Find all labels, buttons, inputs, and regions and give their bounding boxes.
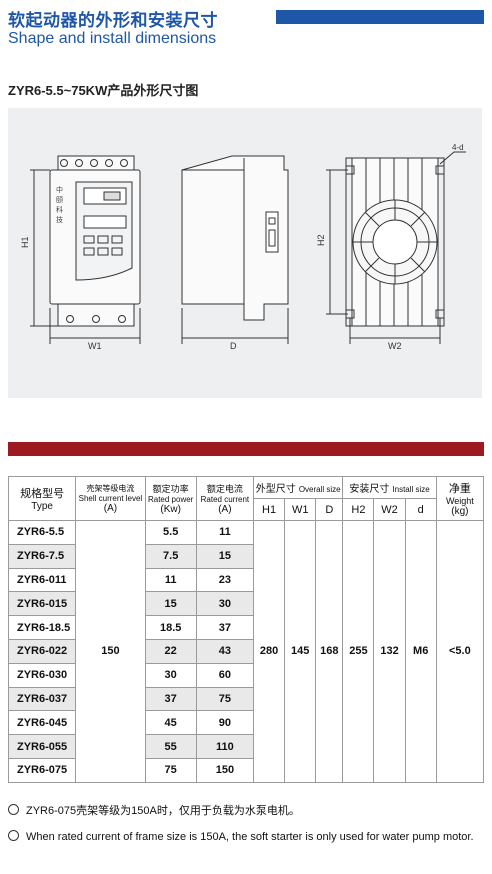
front-panel-text-1: 中	[56, 185, 63, 194]
cell-type: ZYR6-011	[7, 567, 77, 593]
cell-type: ZYR6-015	[7, 591, 77, 617]
cell-current: 110	[195, 734, 255, 759]
table-row: ZYR6-055 55 110	[7, 734, 484, 759]
cell-w1: 145	[284, 520, 317, 783]
header-install-size: 安装尺寸 Install size	[342, 476, 437, 499]
cell-h2: 255	[342, 520, 375, 783]
title-accent-bar	[276, 10, 484, 24]
header-rated-power: 额定功率 Rated power (Kw)	[144, 476, 197, 521]
header-w2: W2	[373, 498, 406, 521]
table-row: ZYR6-022 22 43	[7, 638, 484, 664]
note-cn: ZYR6-075壳架等级为150A时，仅用于负载为水泵电机。	[8, 802, 300, 818]
cell-current: 37	[195, 615, 255, 640]
cell-current: 23	[195, 567, 255, 593]
cell-current: 15	[195, 543, 255, 569]
table-row: ZYR6-015 15 30	[7, 591, 484, 617]
section-subtitle: ZYR6-5.5~75KW产品外形尺寸图	[8, 83, 199, 98]
front-panel-text-3: 科	[56, 205, 63, 214]
spec-table: 规格型号 Type 壳架等级电流 Shell current level (A)…	[7, 476, 485, 783]
table-row: ZYR6-075 75 150	[7, 757, 484, 783]
cell-power: 5.5	[144, 520, 197, 545]
dim-label-h1: H1	[20, 236, 30, 248]
cell-power: 18.5	[144, 615, 197, 640]
cell-shell-current: 150	[75, 520, 146, 783]
note-en-text: When rated current of frame size is 150A…	[26, 831, 474, 843]
cell-type: ZYR6-022	[7, 638, 77, 664]
table-row: ZYR6-7.5 7.5 15	[7, 543, 484, 569]
note-cn-text: ZYR6-075壳架等级为150A时，仅用于负载为水泵电机。	[26, 805, 300, 817]
cell-power: 37	[144, 686, 197, 712]
header-weight: 净重 Weight (kg)	[435, 476, 485, 521]
cell-h1: 280	[252, 520, 286, 783]
cell-power: 75	[144, 757, 197, 783]
front-view	[30, 155, 141, 344]
header-rated-current: 额定电流 Rated current (A)	[195, 476, 255, 521]
cell-type: ZYR6-075	[7, 757, 77, 783]
page-title-cn: 软起动器的外形和安装尺寸	[8, 11, 218, 30]
cell-power: 22	[144, 638, 197, 664]
cell-current: 75	[195, 686, 255, 712]
cell-d: M6	[404, 520, 437, 783]
cell-type: ZYR6-7.5	[7, 543, 77, 569]
cell-power: 7.5	[144, 543, 197, 569]
table-row: ZYR6-037 37 75	[7, 686, 484, 712]
header-shell-current: 壳架等级电流 Shell current level (A)	[75, 476, 146, 521]
cell-type: ZYR6-045	[7, 710, 77, 736]
note-en: When rated current of frame size is 150A…	[8, 828, 484, 846]
dim-label-w2: W2	[388, 341, 402, 351]
cell-power: 15	[144, 591, 197, 617]
table-row: ZYR6-5.5 150 5.5 11 280 145 168 255 132 …	[7, 520, 485, 783]
cell-current: 43	[195, 638, 255, 664]
table-row: ZYR6-011 11 23	[7, 567, 484, 593]
dim-label-w1: W1	[88, 341, 102, 351]
bullet-circle-icon	[8, 804, 19, 815]
cell-d-dim: 168	[315, 520, 344, 783]
header-h2: H2	[342, 498, 375, 521]
cell-current: 11	[195, 520, 255, 545]
front-panel-text-2: 颐	[56, 196, 63, 204]
dimension-drawing-svg: 中 颐 科 技 H1 W1 D	[20, 143, 466, 351]
header-type: 规格型号 Type	[7, 476, 77, 521]
cell-type: ZYR6-055	[7, 734, 77, 759]
table-row: ZYR6-045 45 90	[7, 710, 484, 736]
cell-current: 150	[195, 757, 255, 783]
table-row: ZYR6-18.5 18.5 37	[7, 615, 484, 640]
table-row: ZYR6-030 30 60	[7, 662, 484, 688]
dimension-drawing: 中 颐 科 技 H1 W1 D	[8, 108, 482, 398]
cell-power: 45	[144, 710, 197, 736]
dim-label-h2: H2	[316, 234, 326, 246]
cell-type: ZYR6-18.5	[7, 615, 77, 640]
header-d: d	[404, 498, 437, 521]
spec-table-body: ZYR6-5.5 150 5.5 11 280 145 168 255 132 …	[7, 520, 485, 783]
dim-label-4d: 4-d	[452, 143, 464, 152]
cell-type: ZYR6-030	[7, 662, 77, 688]
cell-weight: <5.0	[435, 520, 485, 783]
cell-power: 11	[144, 567, 197, 593]
page-title-en: Shape and install dimensions	[8, 30, 217, 47]
cell-current: 90	[195, 710, 255, 736]
header-w1: W1	[284, 498, 317, 521]
cell-type: ZYR6-5.5	[7, 520, 77, 545]
side-view	[181, 155, 289, 344]
header-overall-size: 外型尺寸 Overall size	[252, 476, 344, 499]
cell-w2: 132	[373, 520, 406, 783]
front-panel-text-4: 技	[56, 215, 63, 224]
cell-power: 30	[144, 662, 197, 688]
bullet-circle-icon	[8, 830, 19, 841]
cell-power: 55	[144, 734, 197, 759]
section-divider-bar	[8, 442, 484, 456]
cell-current: 60	[195, 662, 255, 688]
dim-label-d: D	[230, 341, 237, 351]
cell-current: 30	[195, 591, 255, 617]
rear-view	[326, 151, 466, 344]
cell-type: ZYR6-037	[7, 686, 77, 712]
header-h1: H1	[252, 498, 286, 521]
header-d-dim: D	[315, 498, 344, 521]
